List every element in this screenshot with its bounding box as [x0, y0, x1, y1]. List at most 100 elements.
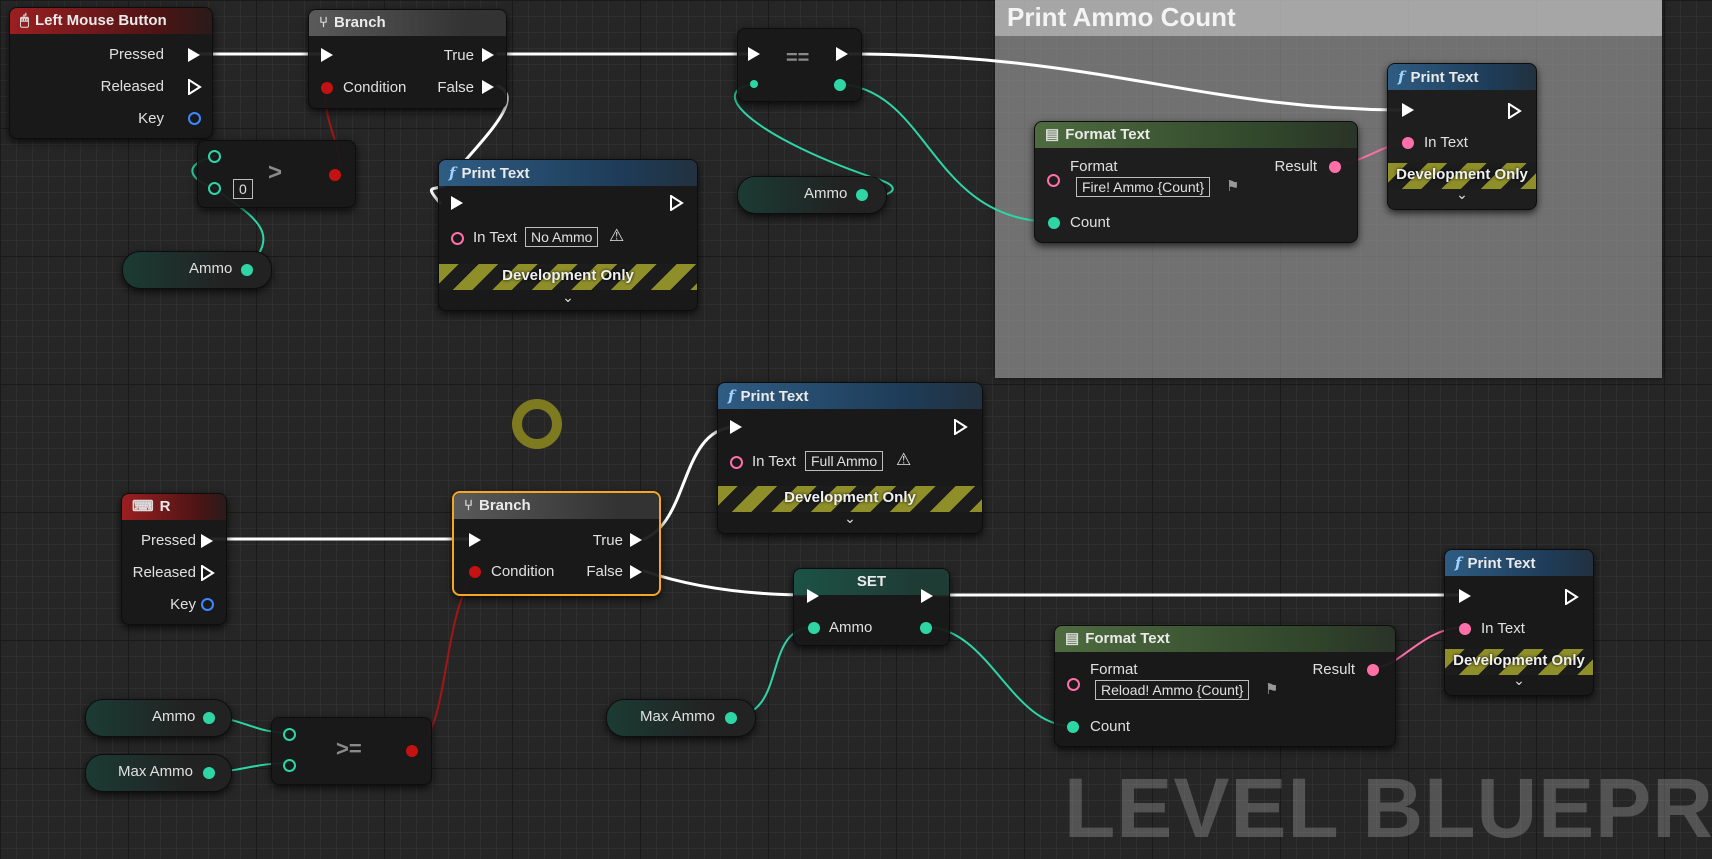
a-input-pin[interactable]	[283, 728, 296, 741]
value-pin[interactable]	[203, 767, 215, 779]
false-exec-pin[interactable]	[630, 565, 642, 579]
false-exec-pin[interactable]	[482, 80, 494, 94]
exec-out-pin[interactable]	[670, 195, 684, 211]
b-value-field[interactable]: 0	[233, 179, 253, 199]
exec-in-pin[interactable]	[748, 47, 760, 61]
b-input-pin[interactable]	[208, 182, 221, 195]
key-pin[interactable]	[188, 112, 201, 125]
set-ammo-node[interactable]: SET Ammo	[793, 568, 950, 646]
flag-icon: ⚑	[1265, 681, 1279, 698]
pressed-label: Pressed	[140, 532, 196, 549]
true-exec-pin[interactable]	[482, 48, 494, 62]
branch-icon: ⑂	[319, 14, 329, 31]
chevron-down-icon[interactable]: ⌄	[1456, 186, 1468, 202]
comment-title[interactable]: Print Ammo Count	[995, 0, 1662, 36]
r-key-event-node[interactable]: ⌨R Pressed Released Key	[121, 493, 227, 625]
left-mouse-button-event-node[interactable]: 🖱Left Mouse Button Pressed Released Key	[9, 7, 213, 139]
in-text-pin[interactable]	[1402, 137, 1414, 149]
condition-label: Condition	[343, 79, 407, 96]
greater-than-node[interactable]: 0 >	[197, 140, 356, 208]
input-pin[interactable]	[750, 80, 758, 88]
condition-pin[interactable]	[321, 82, 333, 94]
pressed-exec-pin[interactable]	[201, 534, 213, 548]
result-label: Result	[1274, 158, 1317, 175]
in-text-pin[interactable]	[451, 232, 464, 245]
branch-node-2[interactable]: ⑂Branch True Condition False	[452, 491, 661, 596]
branch-node-1[interactable]: ⑂Branch True Condition False	[308, 9, 507, 109]
operator-label: ==	[786, 47, 810, 69]
condition-pin[interactable]	[469, 566, 481, 578]
format-text-node-2[interactable]: ▤Format Text Format Reload! Ammo {Count}…	[1054, 625, 1396, 747]
key-pin[interactable]	[201, 598, 214, 611]
variable-label: Ammo	[189, 260, 233, 277]
result-label: Result	[1312, 661, 1355, 678]
node-title: Branch	[334, 14, 386, 31]
pressed-exec-pin[interactable]	[188, 48, 200, 62]
result-pin[interactable]	[406, 745, 418, 757]
exec-in-pin[interactable]	[451, 196, 463, 210]
format-pin[interactable]	[1067, 678, 1080, 691]
false-label: False	[437, 79, 474, 96]
exec-in-pin[interactable]	[730, 420, 742, 434]
chevron-down-icon[interactable]: ⌄	[1513, 672, 1525, 688]
ammo-variable-node[interactable]: Ammo	[122, 251, 272, 289]
exec-out-pin[interactable]	[954, 419, 968, 435]
in-text-field[interactable]: No Ammo	[525, 227, 599, 247]
format-field[interactable]: Fire! Ammo {Count}	[1076, 177, 1211, 197]
exec-in-pin[interactable]	[1459, 589, 1471, 603]
node-title: Left Mouse Button	[35, 12, 167, 29]
max-ammo-variable-node[interactable]: Max Ammo	[606, 699, 756, 737]
exec-in-pin[interactable]	[321, 48, 333, 62]
ammo-variable-node[interactable]: Ammo	[85, 699, 232, 737]
keyboard-icon: ⌨	[132, 498, 154, 515]
development-only-stripe	[718, 486, 982, 512]
format-field[interactable]: Reload! Ammo {Count}	[1095, 680, 1250, 700]
variable-label: Max Ammo	[640, 708, 716, 725]
result-pin[interactable]	[1367, 664, 1379, 676]
true-exec-pin[interactable]	[630, 533, 642, 547]
count-pin[interactable]	[1048, 217, 1060, 229]
exec-out-pin[interactable]	[1508, 103, 1522, 119]
value-pin[interactable]	[241, 264, 253, 276]
max-ammo-variable-node[interactable]: Max Ammo	[85, 754, 232, 792]
output-pin[interactable]	[834, 79, 846, 91]
result-pin[interactable]	[329, 169, 341, 181]
value-pin[interactable]	[203, 712, 215, 724]
released-exec-pin[interactable]	[201, 565, 215, 581]
chevron-down-icon[interactable]: ⌄	[844, 510, 856, 526]
value-pin[interactable]	[856, 189, 868, 201]
result-pin[interactable]	[1329, 161, 1341, 173]
cursor-ring	[512, 399, 562, 449]
ammo-variable-node[interactable]: Ammo	[737, 176, 887, 214]
function-icon: f	[449, 164, 456, 182]
exec-in-pin[interactable]	[807, 589, 819, 603]
b-input-pin[interactable]	[283, 759, 296, 772]
format-text-node-1[interactable]: ▤Format Text Format Fire! Ammo {Count} ⚑…	[1034, 121, 1358, 243]
ammo-input-pin[interactable]	[808, 622, 820, 634]
a-input-pin[interactable]	[208, 150, 221, 163]
format-text-icon: ▤	[1065, 630, 1080, 647]
in-text-pin[interactable]	[1459, 623, 1471, 635]
exec-out-pin[interactable]	[836, 47, 848, 61]
count-pin[interactable]	[1067, 721, 1079, 733]
chevron-down-icon[interactable]: ⌄	[562, 289, 574, 305]
value-pin[interactable]	[725, 712, 737, 724]
exec-in-pin[interactable]	[469, 533, 481, 547]
exec-out-pin[interactable]	[921, 589, 933, 603]
in-text-field[interactable]: Full Ammo	[805, 451, 884, 471]
exec-in-pin[interactable]	[1402, 103, 1414, 117]
format-label: Format	[1070, 158, 1118, 175]
equal-node[interactable]: ==	[737, 28, 862, 102]
released-exec-pin[interactable]	[188, 79, 202, 95]
development-only-stripe	[1388, 163, 1536, 189]
format-pin[interactable]	[1047, 174, 1060, 187]
ammo-output-pin[interactable]	[920, 622, 932, 634]
format-text-icon: ▤	[1045, 126, 1060, 143]
in-text-pin[interactable]	[730, 456, 743, 469]
exec-out-pin[interactable]	[1565, 589, 1579, 605]
greater-equal-node[interactable]: >=	[271, 717, 432, 785]
